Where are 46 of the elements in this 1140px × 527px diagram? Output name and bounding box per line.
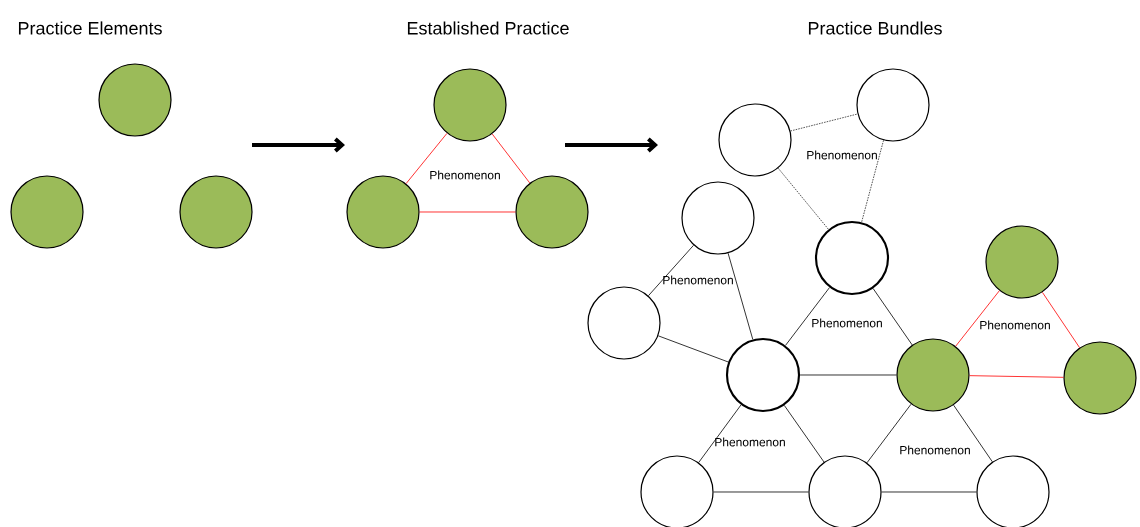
connector-line <box>491 133 531 184</box>
circle <box>985 225 1059 299</box>
connector-line <box>405 133 448 184</box>
connector-line <box>866 403 912 464</box>
connector-line <box>861 140 884 223</box>
phenomenon-label: Phenomenon <box>430 170 500 180</box>
phenomenon-label: Phenomenon <box>807 150 877 160</box>
heading: Established Practice <box>407 21 569 35</box>
circle <box>1063 341 1137 415</box>
circle <box>725 337 801 413</box>
circle <box>587 286 661 360</box>
circle <box>515 175 589 249</box>
phenomenon-label: Phenomenon <box>663 275 733 285</box>
circle <box>896 338 970 412</box>
phenomenon-label: Phenomenon <box>980 320 1050 330</box>
circle <box>10 175 84 249</box>
connector-line <box>1042 291 1080 348</box>
connector-line <box>785 287 830 346</box>
connector-line <box>648 244 694 297</box>
connector-line <box>799 374 897 376</box>
circle <box>346 175 420 249</box>
heading: Practice Elements <box>18 21 162 35</box>
connector-line <box>657 335 729 363</box>
connector-line <box>777 167 829 230</box>
connector-line <box>698 404 742 463</box>
circle <box>681 181 755 255</box>
circle <box>98 63 172 137</box>
heading: Practice Bundles <box>808 21 942 35</box>
phenomenon-label: Phenomenon <box>715 437 785 447</box>
connector-line <box>727 252 754 340</box>
circle <box>718 103 792 177</box>
connector-line <box>790 113 858 132</box>
circle <box>179 175 253 249</box>
connector-line <box>419 211 516 213</box>
connector-line <box>969 375 1064 378</box>
circle <box>433 68 507 142</box>
circle <box>856 68 930 142</box>
phenomenon-label: Phenomenon <box>900 445 970 455</box>
connector-line <box>953 404 993 463</box>
connector-line <box>783 404 825 463</box>
connector-line <box>872 288 913 346</box>
connector-line <box>881 491 977 493</box>
circle <box>814 220 890 296</box>
phenomenon-label: Phenomenon <box>812 318 882 328</box>
connector-line <box>955 290 1000 347</box>
connector-line <box>713 491 809 493</box>
